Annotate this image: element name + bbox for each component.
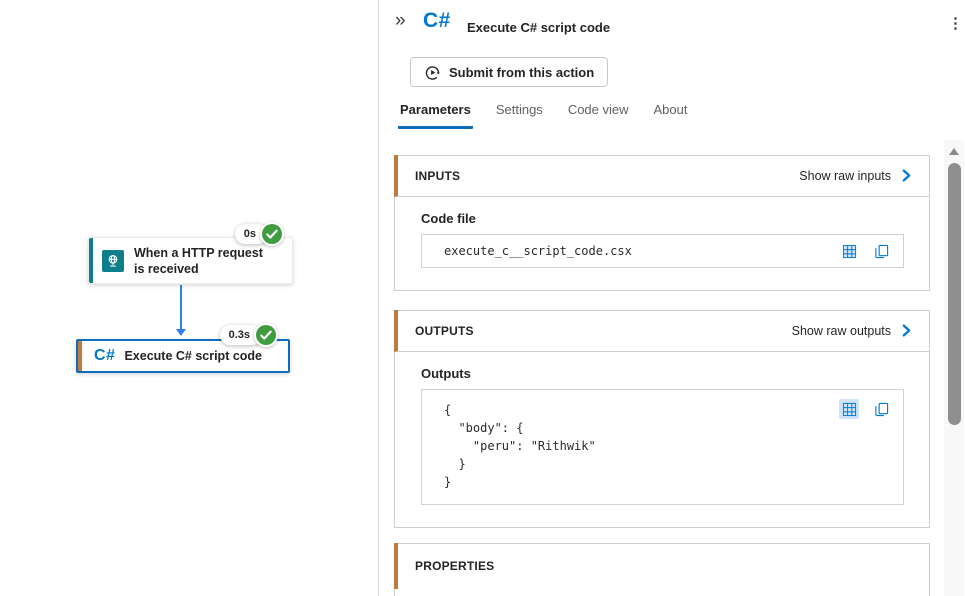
tab-about[interactable]: About (653, 102, 688, 117)
action-title: Execute C# script code (124, 349, 263, 363)
success-check-icon (260, 222, 284, 246)
trigger-title-line1: When a HTTP request (134, 245, 263, 260)
outputs-label: Outputs (421, 366, 471, 381)
workflow-canvas[interactable]: When a HTTP request is received 0s C# Ex… (0, 0, 378, 596)
code-line: } (444, 475, 452, 489)
tab-code-view[interactable]: Code view (567, 102, 629, 117)
show-raw-outputs-label: Show raw outputs (791, 323, 891, 338)
resubmit-play-icon (424, 64, 441, 81)
submit-button-label: Submit from this action (449, 64, 595, 80)
panel-scrollbar[interactable] (944, 140, 964, 596)
chevron-right-icon (902, 169, 911, 182)
code-file-value-box: execute_c__script_code.csx (421, 234, 904, 268)
properties-section-header: PROPERTIES (394, 543, 929, 589)
code-box-actions (839, 399, 891, 419)
code-file-label: Code file (421, 211, 476, 226)
outputs-section-header: OUTPUTS Show raw outputs (394, 310, 929, 352)
connector-arrow (176, 285, 186, 336)
trigger-run-badge: 0s (234, 222, 284, 246)
submit-from-action-button[interactable]: Submit from this action (410, 57, 609, 87)
inputs-section: INPUTS Show raw inputs Code file execute… (394, 155, 930, 291)
value-box-actions (839, 241, 891, 261)
outputs-section: OUTPUTS Show raw outputs Outputs { "body… (394, 310, 930, 528)
outputs-section-body: Outputs { "body": { "peru": "Rithwik" } … (395, 352, 929, 527)
properties-section: PROPERTIES (394, 543, 930, 596)
csharp-logo: C# (94, 347, 116, 364)
trigger-duration-badge: 0s (234, 224, 268, 244)
collapse-panel-icon[interactable]: » (395, 10, 406, 31)
action-details-panel: » C# Execute C# script code ⋮ Submit fro… (379, 0, 965, 596)
trigger-title-line2: is received (134, 261, 199, 276)
panel-title: Execute C# script code (467, 20, 611, 35)
outputs-code-box: { "body": { "peru": "Rithwik" } } (421, 389, 904, 505)
inputs-section-header: INPUTS Show raw inputs (394, 155, 929, 197)
tab-parameters[interactable]: Parameters (398, 102, 473, 129)
success-check-icon (254, 323, 278, 347)
code-line: "peru": "Rithwik" (444, 439, 596, 453)
show-raw-inputs-link[interactable]: Show raw inputs (799, 169, 913, 183)
trigger-node-http-request[interactable]: When a HTTP request is received 0s (88, 222, 293, 284)
properties-heading: PROPERTIES (415, 559, 495, 573)
copy-icon[interactable] (871, 399, 891, 419)
action-run-badge: 0.3s (219, 323, 278, 347)
code-line: } (444, 457, 466, 471)
csharp-logo: C# (423, 9, 451, 32)
show-raw-inputs-label: Show raw inputs (799, 168, 891, 183)
scrollbar-thumb[interactable] (948, 163, 961, 425)
code-file-value: execute_c__script_code.csx (444, 244, 632, 258)
code-line: "body": { (444, 421, 524, 435)
inputs-heading: INPUTS (415, 168, 461, 183)
scroll-up-arrow-icon[interactable] (949, 148, 959, 155)
chevron-right-icon (902, 324, 911, 337)
code-line: { (444, 403, 452, 417)
more-options-icon[interactable]: ⋮ (948, 15, 963, 32)
table-view-icon[interactable] (839, 399, 859, 419)
trigger-accent-bar (89, 238, 93, 283)
action-node-execute-csharp[interactable]: C# Execute C# script code 0.3s (76, 323, 290, 373)
http-request-icon (102, 249, 124, 272)
connector-arrowhead-icon (176, 329, 186, 336)
show-raw-outputs-link[interactable]: Show raw outputs (792, 324, 913, 338)
panel-divider (378, 0, 379, 596)
outputs-heading: OUTPUTS (415, 323, 474, 338)
tab-settings[interactable]: Settings (495, 102, 543, 117)
copy-icon[interactable] (871, 241, 891, 261)
table-view-icon[interactable] (839, 241, 859, 261)
trigger-title: When a HTTP request is received (134, 245, 263, 277)
inputs-section-body: Code file execute_c__script_code.csx (395, 197, 929, 290)
action-accent-bar (78, 341, 82, 371)
action-duration-badge: 0.3s (219, 325, 262, 345)
tab-bar: Parameters Settings Code view About (398, 102, 711, 129)
